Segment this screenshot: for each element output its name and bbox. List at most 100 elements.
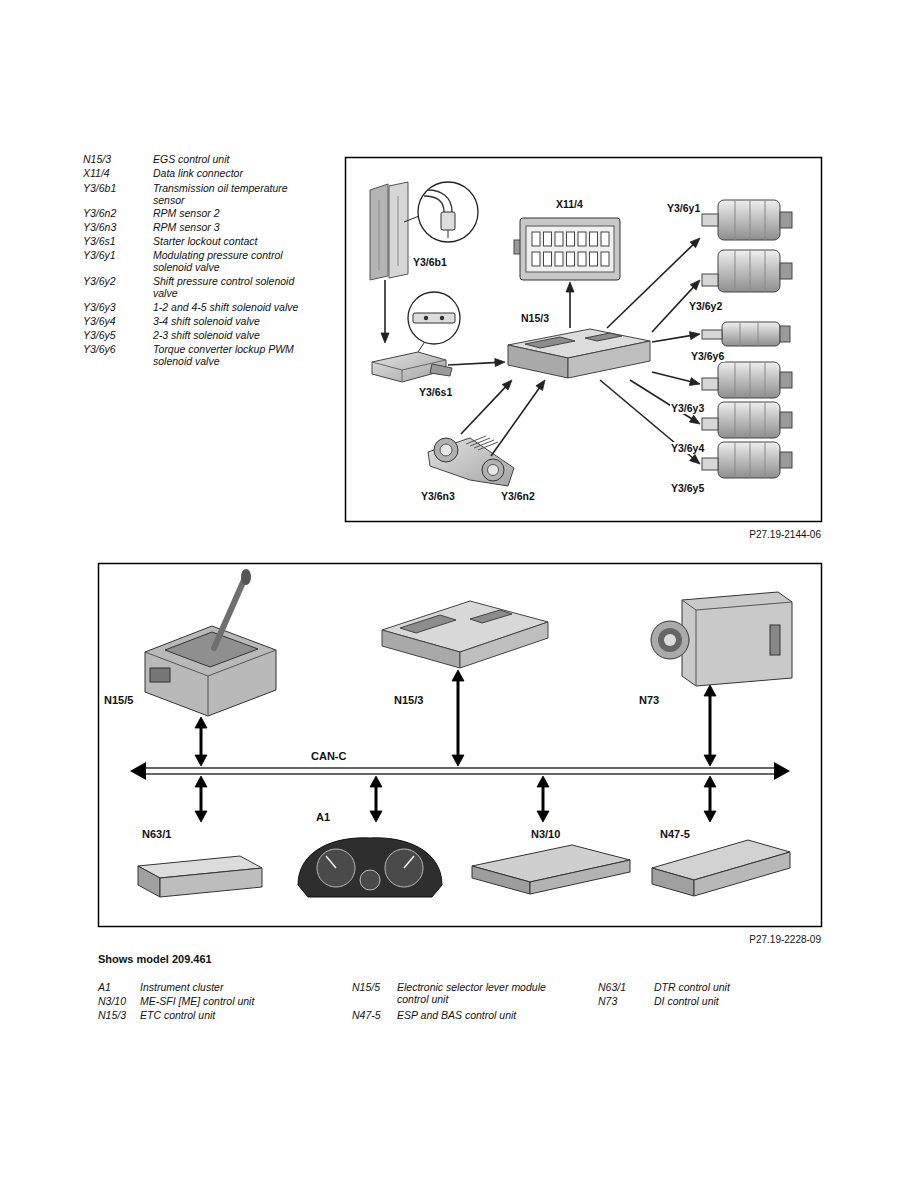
rpm-sensor-drawing [482, 459, 504, 481]
control-unit-drawing [382, 601, 548, 668]
can-bus-line [130, 762, 146, 780]
di-control-unit-drawing [770, 625, 780, 655]
part-label: X11/4 [555, 198, 584, 210]
part-code: X11/4 [83, 167, 110, 179]
part-description: Torque converter lockup PWM solenoid val… [153, 343, 303, 367]
connector-arrow [652, 332, 700, 342]
part-description: DI control unit [654, 995, 804, 1007]
arrow-head [690, 238, 700, 248]
data-link-connector-drawing [544, 232, 552, 246]
rpm-sensor-drawing [434, 438, 458, 462]
di-control-unit-drawing [651, 592, 792, 686]
solenoid-valve-drawing [702, 418, 718, 430]
connector-arrow [195, 776, 207, 822]
part-label: Y3/6b1 [412, 256, 448, 268]
solenoid-valve-drawing [718, 402, 780, 438]
engine-control-unit-drawing [530, 860, 630, 894]
solenoid-valve-drawing [702, 458, 718, 470]
arrow-head [195, 717, 207, 728]
arrow-head [452, 670, 464, 681]
part-label: N73 [638, 694, 660, 706]
solenoid-valve-drawing [780, 372, 792, 388]
control-unit: N73 [648, 588, 792, 685]
starter-lockout-contact-drawing [424, 316, 428, 320]
data-link-connector-drawing [567, 232, 575, 246]
part-label: Y3/6y5 [670, 482, 705, 494]
part-label: Y3/6y1 [666, 202, 701, 214]
figure-frame [99, 158, 822, 927]
solenoid-valve-drawing [780, 412, 792, 428]
selector-lever-drawing [145, 626, 276, 716]
rpm-sensor-drawing [440, 444, 452, 456]
starter-lockout-contact-drawing [408, 292, 460, 344]
control-unit-drawing [525, 337, 575, 348]
instrument-cluster-drawing [298, 838, 442, 897]
solenoid-valve-drawing [718, 200, 780, 240]
data-link-connector-drawing [520, 218, 620, 280]
arrow-shaft [384, 280, 386, 336]
part-code: Y3/6y4 [83, 315, 116, 327]
solenoid-valve-drawing [735, 250, 765, 292]
arrow-head [502, 380, 512, 390]
selector-lever-drawing [241, 569, 251, 585]
part-label: N3/10 [530, 828, 561, 840]
can-bus: CAN-C [130, 766, 790, 776]
solenoid-valve-drawing [780, 263, 792, 279]
part-label: N15/3 [520, 312, 550, 324]
part-description: RPM sensor 2 [153, 207, 353, 219]
selector-lever-module: N15/5 [140, 572, 278, 717]
figure-caption: Shows model 209.461 [98, 953, 212, 966]
connector-arrow [652, 372, 700, 385]
rpm-sensor: Y3/6n3 [433, 434, 463, 462]
arrow-head [452, 755, 464, 766]
solenoid-valve-drawing [702, 378, 718, 390]
part-label: N63/1 [141, 828, 172, 840]
engine-control-unit-drawing [472, 866, 530, 894]
control-unit: N15/3 [380, 598, 550, 670]
dtr-control-unit-drawing [138, 856, 262, 897]
connector-arrow [566, 282, 574, 328]
data-link-connector-drawing [555, 232, 563, 246]
arrow-shaft [448, 362, 498, 365]
part-description: Starter lockout contact [153, 235, 353, 247]
solenoid-valve: Y3/6y3 [700, 360, 792, 400]
control-unit-drawing [568, 341, 650, 378]
can-bus-line [144, 768, 776, 774]
di-control-unit-drawing [682, 592, 792, 686]
arrow-shaft [709, 693, 712, 759]
arrow-shaft [652, 335, 693, 342]
control-unit: N63/1 [135, 822, 265, 898]
control-unit-drawing [400, 615, 456, 633]
temperature-sensor-drawing [418, 182, 478, 242]
temperature-sensor-drawing [441, 212, 455, 230]
solenoid-valve-drawing [718, 362, 780, 398]
solenoid-valve: Y3/6y4 [700, 400, 792, 440]
instrument-cluster-drawing [326, 856, 414, 868]
solenoid-valve-drawing [722, 322, 780, 346]
part-label: N15/3 [393, 694, 424, 706]
part-description: ETC control unit [140, 1009, 290, 1021]
solenoid-valve-drawing [735, 442, 765, 478]
part-code: N3/10 [98, 995, 126, 1007]
part-label: CAN-C [310, 750, 347, 762]
rpm-sensor-drawing [466, 436, 498, 450]
connector-arrow [704, 685, 716, 766]
arrow-shaft [200, 784, 203, 815]
data-link-connector-drawing [601, 232, 609, 246]
data-link-connector-drawing [544, 252, 552, 266]
solenoid-valve-drawing [780, 326, 790, 342]
arrow-head [566, 282, 574, 292]
starter-lockout-contact-drawing [430, 364, 452, 376]
part-code: N73 [598, 995, 617, 1007]
part-description: 1-2 and 4-5 shift solenoid valve [153, 301, 353, 313]
solenoid-valve: Y3/6y5 [700, 440, 792, 480]
can-bus-line [130, 762, 790, 780]
dtr-control-unit-drawing [138, 866, 160, 897]
solenoid-valve-drawing [740, 322, 758, 346]
temperature-sensor-drawing [424, 190, 452, 212]
part-description: ME-SFI [ME] control unit [140, 995, 290, 1007]
contact: Y3/6s1 [370, 343, 448, 385]
arrow-head [195, 776, 207, 787]
data-link-connector-drawing [578, 252, 586, 266]
data-link-connector-drawing [526, 226, 614, 272]
